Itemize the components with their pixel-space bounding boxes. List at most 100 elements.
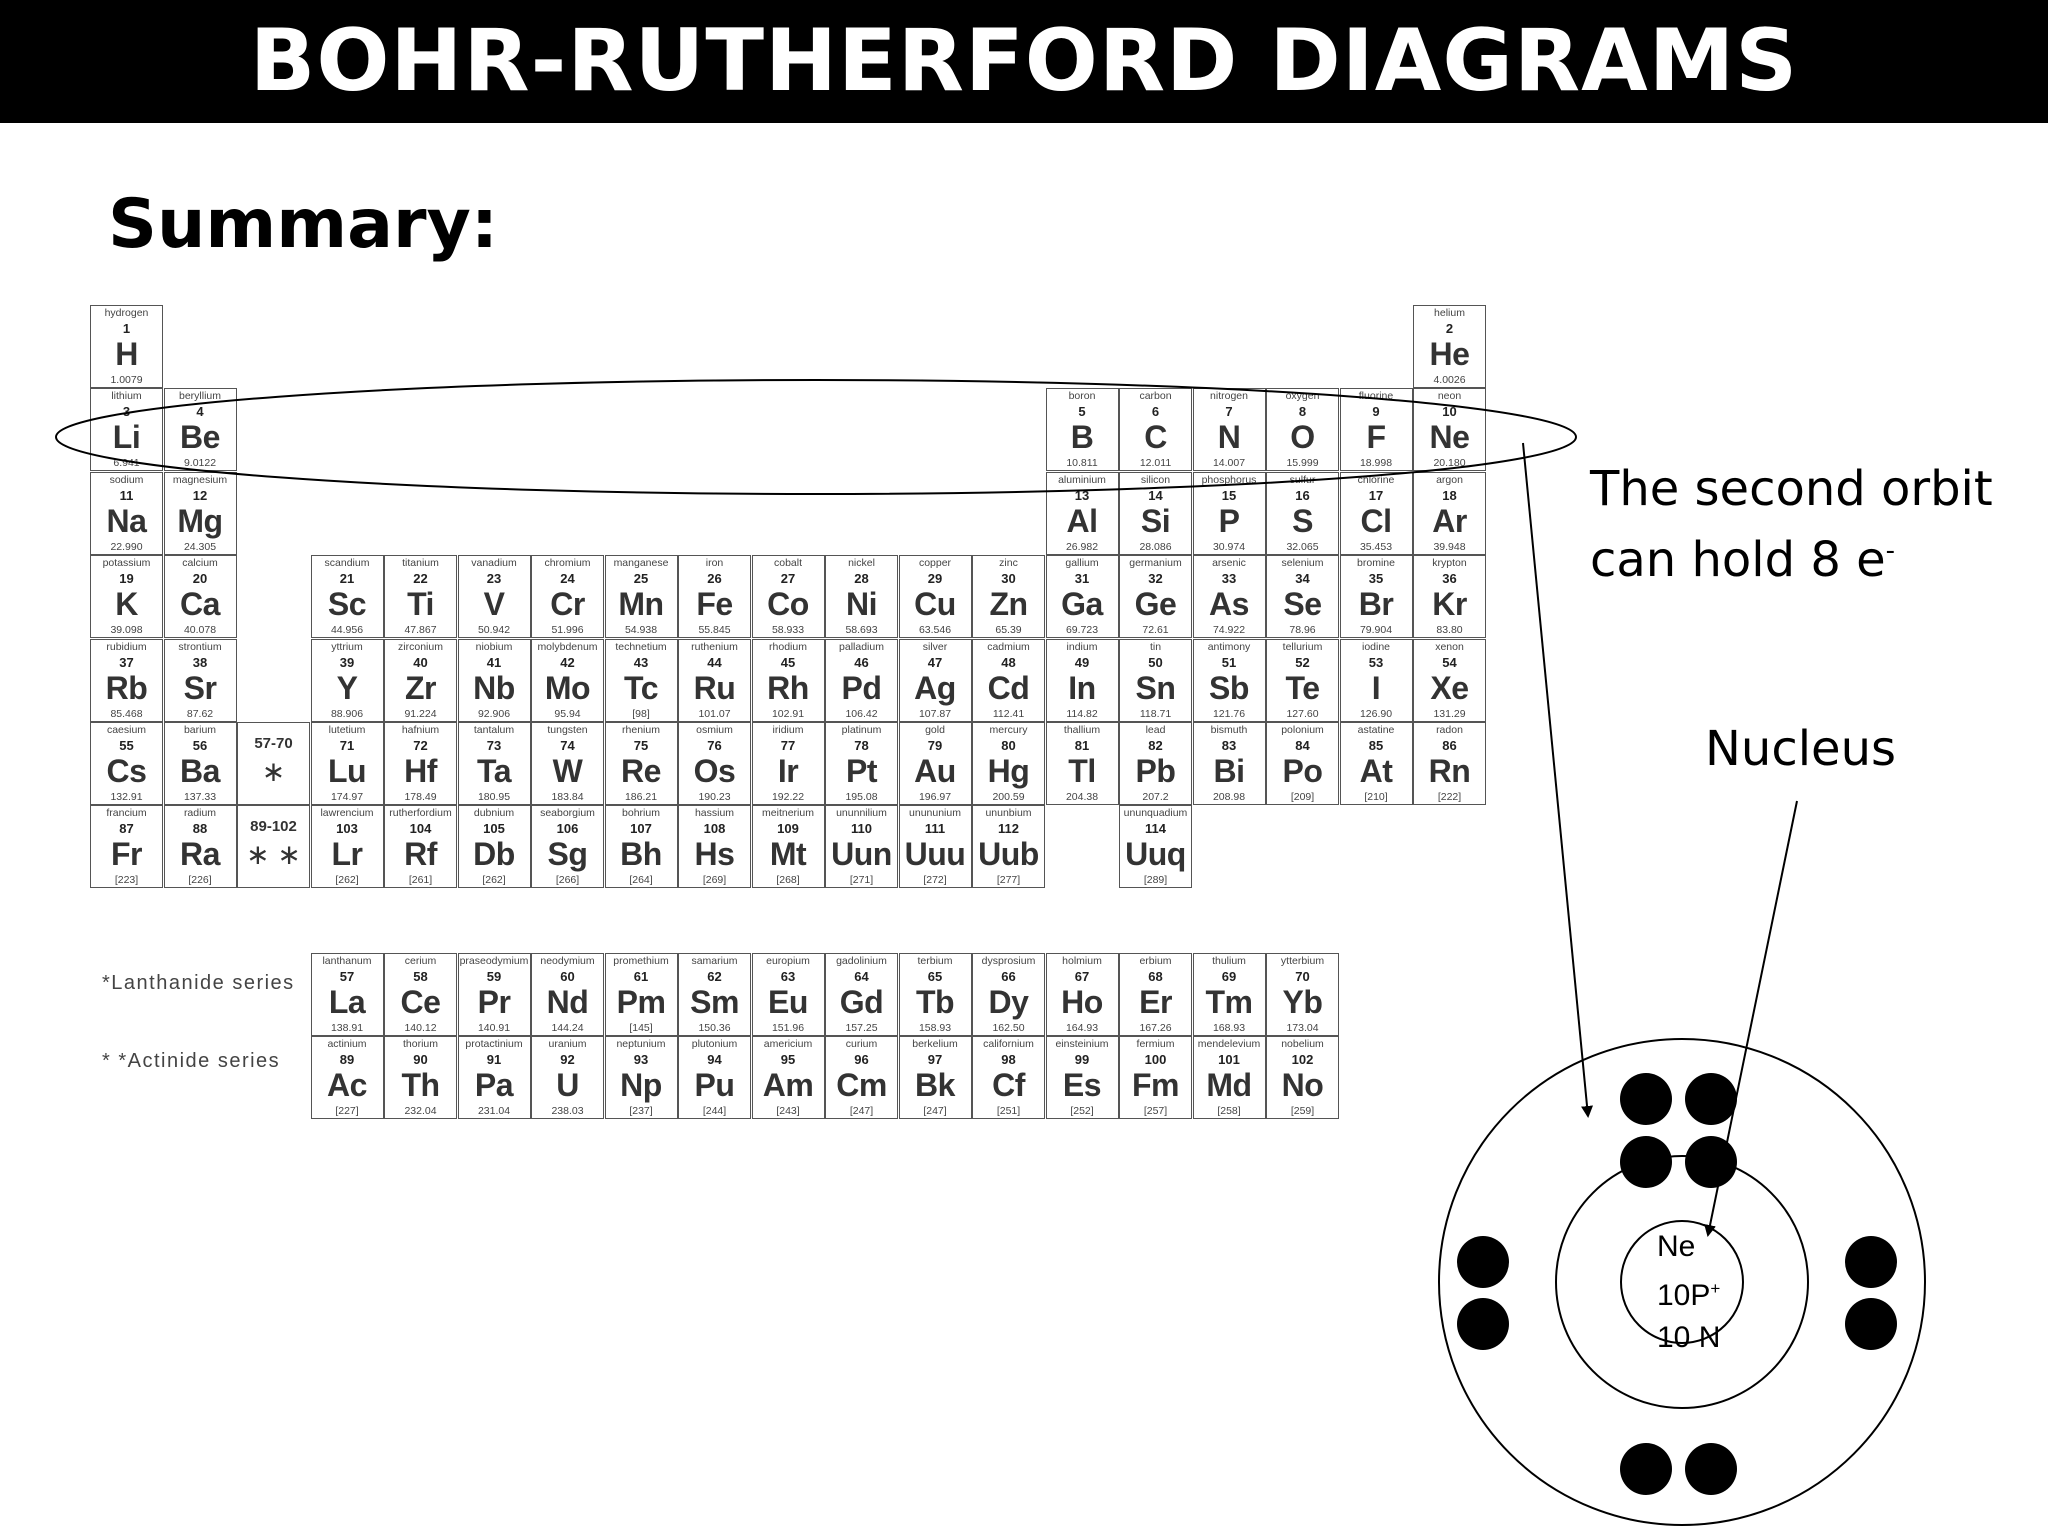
element-name: berkelium	[912, 1038, 958, 1050]
atomic-number: 55	[119, 738, 134, 753]
element-symbol: Rb	[105, 669, 148, 706]
element-symbol: Ho	[1061, 984, 1103, 1020]
atomic-mass: 190.23	[698, 791, 731, 803]
element-symbol: Cl	[1360, 502, 1393, 539]
element-name: uranium	[548, 1038, 587, 1050]
element-name: tellurium	[1282, 640, 1323, 653]
element-name: tin	[1149, 640, 1162, 653]
atomic-number: 37	[119, 654, 134, 670]
element-name: praseodymium	[459, 955, 529, 967]
element-name: argon	[1436, 473, 1463, 486]
atomic-number: 16	[1295, 487, 1310, 503]
atomic-number: 33	[1221, 571, 1237, 587]
atomic-number: 29	[927, 571, 943, 587]
atomic-mass: 196.97	[918, 791, 952, 803]
element-name: thulium	[1212, 955, 1246, 967]
atomic-mass: 44.956	[330, 624, 364, 637]
element-symbol: Db	[473, 836, 515, 873]
atomic-mass: [222]	[1437, 791, 1462, 803]
atomic-number: 32	[1148, 571, 1163, 587]
lanthanide-series-label: *Lanthanide series	[102, 972, 295, 994]
element-name: platinum	[841, 724, 882, 736]
atomic-mass: 91.224	[404, 707, 437, 720]
element-name: radium	[183, 807, 217, 820]
atomic-number: 18	[1442, 487, 1457, 503]
atomic-mass: 51.996	[551, 624, 584, 637]
atomic-mass: 12.011	[1139, 457, 1172, 470]
atomic-mass: 150.36	[698, 1022, 731, 1034]
element-symbol: Zr	[405, 669, 437, 706]
atomic-number: 48	[1001, 654, 1016, 670]
element-symbol: At	[1359, 753, 1393, 789]
atomic-mass: 186.21	[624, 791, 658, 803]
atomic-number: 75	[633, 738, 649, 753]
element-symbol: Xe	[1430, 669, 1469, 706]
second-orbit-line-2: can hold 8 e-	[1590, 520, 1993, 591]
atomic-mass: 69.723	[1065, 624, 1099, 637]
element-symbol: Au	[914, 753, 956, 789]
atomic-number: 53	[1368, 654, 1384, 670]
element-symbol: Hs	[694, 836, 735, 873]
atomic-number: 3	[122, 404, 131, 420]
element-symbol: Tc	[624, 669, 658, 706]
placeholder-mark: ∗ ∗	[246, 839, 301, 871]
placeholder-range: 57-70	[254, 735, 293, 752]
atomic-number: 112	[998, 821, 1019, 837]
element-symbol: N	[1217, 419, 1241, 456]
element-name: scandium	[324, 557, 370, 570]
atomic-number: 34	[1295, 571, 1310, 587]
atomic-mass: [145]	[629, 1022, 653, 1034]
atomic-number: 101	[1218, 1052, 1240, 1067]
atomic-number: 82	[1148, 738, 1163, 753]
element-symbol: No	[1281, 1067, 1324, 1103]
atomic-mass: 106.42	[845, 707, 878, 720]
atomic-number: 61	[633, 969, 649, 984]
element-name: vanadium	[471, 557, 517, 570]
element-symbol: P	[1218, 502, 1240, 539]
actinide-series-label: * *Actinide series	[102, 1050, 281, 1072]
element-symbol: Bh	[620, 836, 662, 873]
element-symbol: Ta	[477, 753, 511, 789]
atomic-mass: 14.007	[1212, 457, 1246, 470]
atomic-mass: 65.39	[995, 624, 1022, 637]
element-symbol: Mg	[177, 502, 223, 539]
atomic-mass: [258]	[1217, 1105, 1241, 1117]
protons-text: 10P	[1657, 1279, 1711, 1312]
atomic-mass: [98]	[632, 707, 650, 720]
element-name: caesium	[106, 724, 147, 736]
element-symbol: Ca	[180, 586, 220, 623]
element-name: indium	[1066, 640, 1098, 653]
atomic-number: 84	[1295, 738, 1310, 753]
atomic-number: 42	[560, 654, 575, 670]
atomic-number: 51	[1221, 654, 1237, 670]
element-name: mendelevium	[1197, 1038, 1261, 1050]
atomic-number: 31	[1074, 571, 1090, 587]
element-name: zirconium	[398, 640, 443, 653]
atomic-mass: 87.62	[186, 707, 214, 720]
atomic-number: 94	[707, 1052, 722, 1067]
element-symbol: Po	[1282, 753, 1323, 789]
summary-heading: Summary:	[108, 185, 499, 264]
atomic-mass: 30.974	[1212, 540, 1246, 553]
element-symbol: Sr	[183, 669, 217, 706]
atomic-number: 67	[1074, 969, 1090, 984]
second-orbit-text: can hold 8 e	[1590, 532, 1886, 588]
